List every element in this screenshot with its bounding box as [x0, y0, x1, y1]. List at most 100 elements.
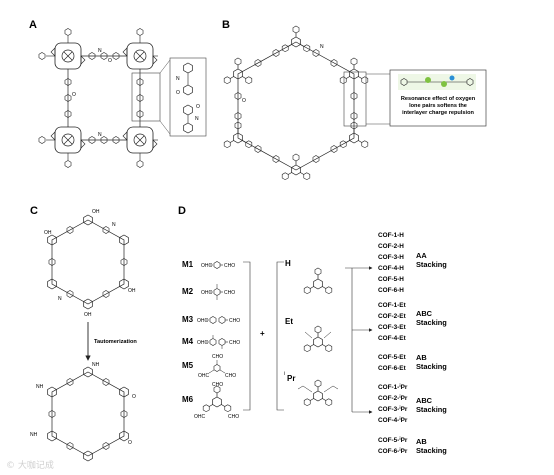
amine-node-ipr	[297, 380, 339, 406]
cof-label-ipr: COF-6-iPr	[378, 447, 408, 455]
atom-label-oh: OH	[84, 312, 92, 318]
watermark: © 大咖记成	[6, 459, 54, 471]
stacking-word: Stacking	[416, 318, 447, 327]
cof-label: COF-5-Et	[378, 354, 407, 361]
atom-label-n: N	[98, 48, 102, 54]
cof-label-ipr: COF-3-iPr	[378, 405, 408, 413]
atom-label-oh: OH	[92, 209, 100, 215]
zoom-inset: O O N N	[169, 57, 207, 137]
ipr-superscript: i	[284, 371, 285, 377]
atom-label-oh: OH	[44, 230, 52, 236]
stacking-labels: AA Stacking ABC Stacking AB Stacking ABC…	[416, 251, 447, 455]
inset-atom-o: O	[176, 90, 180, 96]
cof-label: COF-4-Et	[378, 335, 407, 342]
cof-label: COF-2-Et	[378, 313, 407, 320]
atom-label-cho: CHO	[224, 290, 235, 296]
stacking-word: Stacking	[416, 446, 447, 455]
cof-label-ipr: COF-5-iPr	[378, 436, 408, 444]
panel-b: B O N	[222, 19, 487, 180]
callout-line-2: lone pairs softens the	[409, 103, 467, 109]
monomer-label-m5: M5	[182, 361, 194, 370]
monomer-m1: OHC CHO	[201, 261, 235, 269]
substituent-et: Et	[285, 317, 293, 326]
amine-node-et	[304, 326, 332, 352]
linker-edges	[67, 55, 141, 141]
porphyrin-node	[122, 126, 158, 154]
atom-label-nh: NH	[30, 432, 38, 438]
stacking-word: Stacking	[416, 260, 447, 269]
monomer-m3: OHC CHO	[197, 316, 240, 324]
atom-label-n: N	[320, 44, 324, 50]
inset-atom-n: N	[195, 116, 199, 122]
inset-atom-n: N	[176, 76, 180, 82]
panel-c: C OH OH OH OH N N Tautomerization N	[30, 205, 137, 462]
highlight-box	[131, 72, 161, 122]
atom-label-cho: CHO	[212, 354, 223, 360]
tautomerization-label: Tautomerization	[94, 339, 137, 345]
atom-label-cho: CHO	[229, 340, 240, 346]
cof-label: COF-1-Et	[378, 302, 407, 309]
atom-label-o: O	[108, 58, 112, 64]
panel-c-label: C	[30, 205, 38, 217]
cof-label: COF-5-H	[378, 276, 404, 283]
linker-rings	[64, 52, 144, 144]
framework-enol: OH OH OH OH N N	[44, 209, 136, 318]
amine-bracket	[276, 261, 284, 411]
atom-label-cho: CHO	[229, 318, 240, 324]
substituent-h: H	[285, 259, 291, 268]
framework-keto: NH NH O NH O	[30, 362, 136, 462]
monomer-m2: OHC CHO	[201, 284, 235, 300]
edge-rings	[234, 49, 358, 163]
cof-label: COF-3-H	[378, 254, 404, 261]
atom-label-cho: CHO	[224, 263, 235, 269]
outer-phenyls	[38, 28, 158, 168]
atom-label-n: N	[58, 296, 62, 302]
monomer-bracket	[243, 261, 251, 411]
cof-label: COF-3-Et	[378, 324, 407, 331]
monomer-label-m6: M6	[182, 395, 194, 404]
stacking-type: AA	[416, 251, 427, 260]
atom-label-cho: CHO	[212, 382, 223, 388]
cof-label: COF-1-H	[378, 232, 404, 239]
atom-label-o: O	[128, 440, 132, 446]
triphenyl-node	[282, 26, 310, 52]
cof-list-ipr: COF-1-iPr COF-2-iPr COF-3-iPr COF-4-iPr …	[378, 383, 408, 455]
monomer-m5: CHO OHC CHO	[198, 354, 236, 379]
triphenyl-node	[282, 154, 310, 180]
stacking-type: AB	[416, 437, 427, 446]
atom-label-ohc: OHC	[197, 340, 209, 346]
cof-label-ipr: COF-4-iPr	[378, 416, 408, 424]
cof-label-ipr: COF-2-iPr	[378, 394, 408, 402]
callout-line-3: interlayer charge repulsion	[402, 110, 474, 116]
atom-label-cho: CHO	[225, 373, 236, 379]
porphyrin-node	[122, 42, 158, 70]
atom-label-n: N	[98, 132, 102, 138]
atom-label-cho: CHO	[228, 414, 239, 420]
porphyrin-node	[50, 126, 86, 154]
monomer-label-m2: M2	[182, 287, 194, 296]
cof-list-h: COF-1-H COF-2-H COF-3-H COF-4-H COF-5-H …	[378, 232, 404, 294]
cof-list-et: COF-1-Et COF-2-Et COF-3-Et COF-4-Et COF-…	[378, 302, 407, 372]
panel-b-label: B	[222, 19, 230, 31]
atom-label-ohc: OHC	[201, 263, 213, 269]
branch-arrows	[345, 266, 373, 414]
monomer-m6: CHO OHC CHO	[194, 382, 239, 420]
ipr-text: Pr	[287, 374, 295, 383]
monomer-label-m1: M1	[182, 260, 194, 269]
porphyrin-node	[50, 42, 86, 70]
atom-label-oh: OH	[128, 288, 136, 294]
atom-label-nh: NH	[92, 362, 100, 368]
monomer-label-m4: M4	[182, 337, 194, 346]
highlight-box	[343, 71, 367, 127]
panel-d: D M1 M2 M3 M4 M5 M6 OHC CHO OHC CHO OHC	[178, 205, 447, 455]
panel-d-label: D	[178, 205, 186, 217]
substituent-ipr: i Pr	[284, 371, 295, 383]
cof-label-ipr: COF-1-iPr	[378, 383, 408, 391]
stacking-word: Stacking	[416, 405, 447, 414]
monomer-label-m3: M3	[182, 315, 194, 324]
atom-label-n: N	[112, 222, 116, 228]
atom-label-o: O	[72, 92, 76, 98]
callout-line-1: Resonance effect of oxygen	[401, 96, 476, 102]
stacking-type: ABC	[416, 396, 433, 405]
resonance-callout: Resonance effect of oxygen lone pairs so…	[389, 69, 487, 127]
